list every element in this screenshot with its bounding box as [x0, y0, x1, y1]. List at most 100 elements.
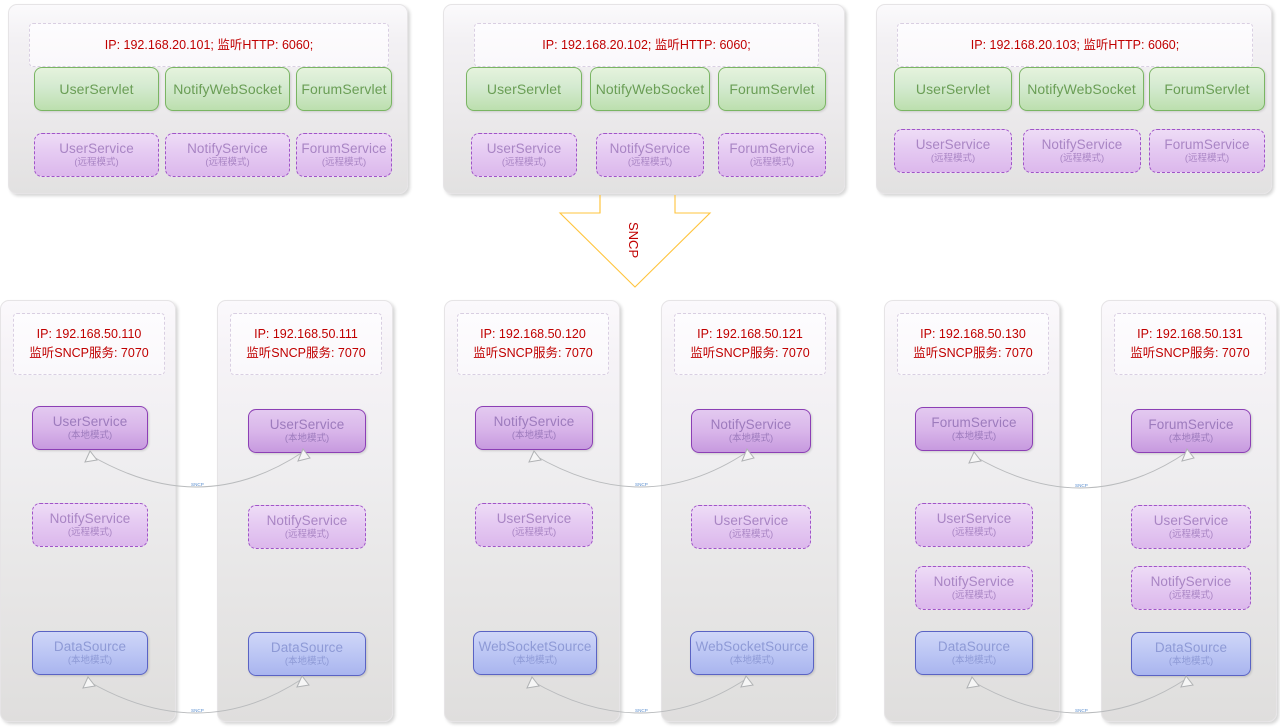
servlet-label: UserServlet	[59, 80, 134, 97]
service-node-ip: IP: 192.168.50.111	[254, 327, 358, 341]
servlet-box-userservlet-1[interactable]: UserServlet	[466, 67, 582, 111]
service-box-notifyservice-remote[interactable]: NotifyService (远程模式)	[915, 566, 1033, 610]
service-node-panel-2-1: IP: 192.168.50.131 监听SNCP服务: 7070 ForumS…	[1101, 300, 1277, 722]
node-mode: (本地模式)	[67, 430, 113, 442]
service-node-panel-1-0: IP: 192.168.50.120 监听SNCP服务: 7070 Notify…	[444, 300, 620, 722]
node-title: DataSource	[937, 638, 1011, 654]
service-box-notifyservice-remote[interactable]: NotifyService (远程模式)	[248, 505, 366, 549]
service-box-forumservice-remote-1[interactable]: ForumService (远程模式)	[718, 133, 826, 177]
service-box-userservice-remote[interactable]: UserService (远程模式)	[915, 503, 1033, 547]
service-node-port: 监听SNCP服务: 7070	[1130, 346, 1250, 360]
web-node-panel-1: IP: 192.168.20.102; 监听HTTP: 6060; UserSe…	[443, 4, 845, 194]
service-label: NotifyService	[609, 140, 691, 156]
node-title: UserService	[496, 510, 572, 526]
service-mode: (远程模式)	[1184, 153, 1230, 165]
service-box-notifyservice-remote-0[interactable]: NotifyService (远程模式)	[165, 133, 290, 177]
servlet-box-userservlet-0[interactable]: UserServlet	[34, 67, 159, 111]
websocketsource-box-local[interactable]: WebSocketSource (本地模式)	[690, 631, 814, 675]
service-box-notifyservice-remote[interactable]: NotifyService (远程模式)	[32, 503, 148, 547]
node-mode: (远程模式)	[284, 529, 330, 541]
node-mode: (本地模式)	[1168, 656, 1214, 668]
node-mode: (本地模式)	[512, 655, 558, 667]
service-box-userservice-remote-0[interactable]: UserService (远程模式)	[34, 133, 159, 177]
service-node-panel-2-0: IP: 192.168.50.130 监听SNCP服务: 7070 ForumS…	[884, 300, 1060, 722]
service-mode: (远程模式)	[501, 157, 547, 169]
service-box-forumservice-local[interactable]: ForumService (本地模式)	[1131, 409, 1251, 453]
service-node-header-2-0: IP: 192.168.50.130 监听SNCP服务: 7070	[897, 313, 1049, 375]
service-box-forumservice-remote-2[interactable]: ForumService (远程模式)	[1149, 129, 1265, 173]
service-label: NotifyService	[187, 140, 268, 156]
service-box-forumservice-remote-0[interactable]: ForumService (远程模式)	[296, 133, 392, 177]
service-box-userservice-local[interactable]: UserService (本地模式)	[248, 409, 366, 453]
service-node-ip: IP: 192.168.50.120	[480, 327, 586, 341]
node-title: DataSource	[270, 639, 344, 655]
service-box-notifyservice-remote-2[interactable]: NotifyService (远程模式)	[1023, 129, 1141, 173]
websocketsource-box-local[interactable]: WebSocketSource (本地模式)	[473, 631, 597, 675]
servlet-label: ForumServlet	[301, 80, 387, 97]
servlet-box-forumservlet-2[interactable]: ForumServlet	[1149, 67, 1265, 111]
node-title: NotifyService	[933, 573, 1015, 589]
service-box-userservice-local[interactable]: UserService (本地模式)	[32, 406, 148, 450]
service-node-header-1-0: IP: 192.168.50.120 监听SNCP服务: 7070	[457, 313, 609, 375]
service-node-ip: IP: 192.168.50.110	[36, 327, 142, 341]
web-node-header-2: IP: 192.168.20.103; 监听HTTP: 6060;	[897, 23, 1253, 67]
node-title: UserService	[269, 416, 345, 432]
service-box-notifyservice-remote[interactable]: NotifyService (远程模式)	[1131, 566, 1251, 610]
servlet-box-notifywebsocket-0[interactable]: NotifyWebSocket	[165, 67, 290, 111]
service-box-notifyservice-local[interactable]: NotifyService (本地模式)	[691, 409, 811, 453]
service-node-header-0-1: IP: 192.168.50.111 监听SNCP服务: 7070	[230, 313, 382, 375]
servlet-label: UserServlet	[486, 80, 562, 97]
service-node-port: 监听SNCP服务: 7070	[690, 346, 810, 360]
service-box-userservice-remote-1[interactable]: UserService (远程模式)	[471, 133, 577, 177]
service-mode: (远程模式)	[74, 157, 119, 169]
datasource-box-local[interactable]: DataSource (本地模式)	[915, 631, 1033, 675]
datasource-box-local[interactable]: DataSource (本地模式)	[32, 631, 148, 675]
node-mode: (本地模式)	[951, 655, 997, 667]
service-box-userservice-remote[interactable]: UserService (远程模式)	[691, 505, 811, 549]
service-box-userservice-remote-2[interactable]: UserService (远程模式)	[894, 129, 1012, 173]
node-mode: (远程模式)	[1168, 529, 1214, 541]
datasource-box-local[interactable]: DataSource (本地模式)	[248, 632, 366, 676]
service-label: UserService	[915, 136, 991, 152]
servlet-box-notifywebsocket-2[interactable]: NotifyWebSocket	[1019, 67, 1144, 111]
service-box-userservice-remote[interactable]: UserService (远程模式)	[475, 503, 593, 547]
node-title: UserService	[52, 413, 128, 429]
web-node-ip-1: IP: 192.168.20.102; 监听HTTP: 6060;	[542, 37, 751, 52]
node-mode: (本地模式)	[729, 655, 775, 667]
service-label: UserService	[486, 140, 562, 156]
servlet-box-forumservlet-1[interactable]: ForumServlet	[718, 67, 826, 111]
servlet-box-forumservlet-0[interactable]: ForumServlet	[296, 67, 392, 111]
servlet-box-userservlet-2[interactable]: UserServlet	[894, 67, 1012, 111]
servlet-label: UserServlet	[915, 80, 991, 97]
service-node-header-0-0: IP: 192.168.50.110 监听SNCP服务: 7070	[13, 313, 165, 375]
node-mode: (本地模式)	[511, 430, 557, 442]
service-box-notifyservice-local[interactable]: NotifyService (本地模式)	[475, 406, 593, 450]
servlet-box-notifywebsocket-1[interactable]: NotifyWebSocket	[590, 67, 710, 111]
sncp-arc-label: SNCP	[635, 482, 648, 487]
service-box-notifyservice-remote-1[interactable]: NotifyService (远程模式)	[596, 133, 704, 177]
node-title: NotifyService	[49, 510, 131, 526]
node-title: WebSocketSource	[478, 638, 592, 654]
web-node-panel-2: IP: 192.168.20.103; 监听HTTP: 6060; UserSe…	[876, 4, 1272, 194]
node-title: NotifyService	[710, 416, 792, 432]
node-title: NotifyService	[266, 512, 348, 528]
node-title: DataSource	[53, 638, 127, 654]
node-mode: (远程模式)	[951, 590, 997, 602]
servlet-label: NotifyWebSocket	[173, 80, 282, 97]
service-box-forumservice-local[interactable]: ForumService (本地模式)	[915, 407, 1033, 451]
service-label: UserService	[59, 140, 134, 156]
service-node-port: 监听SNCP服务: 7070	[246, 346, 366, 360]
service-box-userservice-remote[interactable]: UserService (远程模式)	[1131, 505, 1251, 549]
datasource-box-local[interactable]: DataSource (本地模式)	[1131, 632, 1251, 676]
service-label: ForumService	[729, 140, 815, 156]
service-node-panel-0-1: IP: 192.168.50.111 监听SNCP服务: 7070 UserSe…	[217, 300, 393, 722]
node-title: UserService	[1153, 512, 1229, 528]
node-mode: (远程模式)	[511, 527, 557, 539]
service-node-panel-1-1: IP: 192.168.50.121 监听SNCP服务: 7070 Notify…	[661, 300, 837, 722]
node-mode: (本地模式)	[67, 655, 113, 667]
sncp-arc-label: SNCP	[1075, 708, 1088, 713]
node-mode: (本地模式)	[1168, 433, 1214, 445]
node-mode: (远程模式)	[1168, 590, 1214, 602]
node-mode: (本地模式)	[284, 433, 330, 445]
